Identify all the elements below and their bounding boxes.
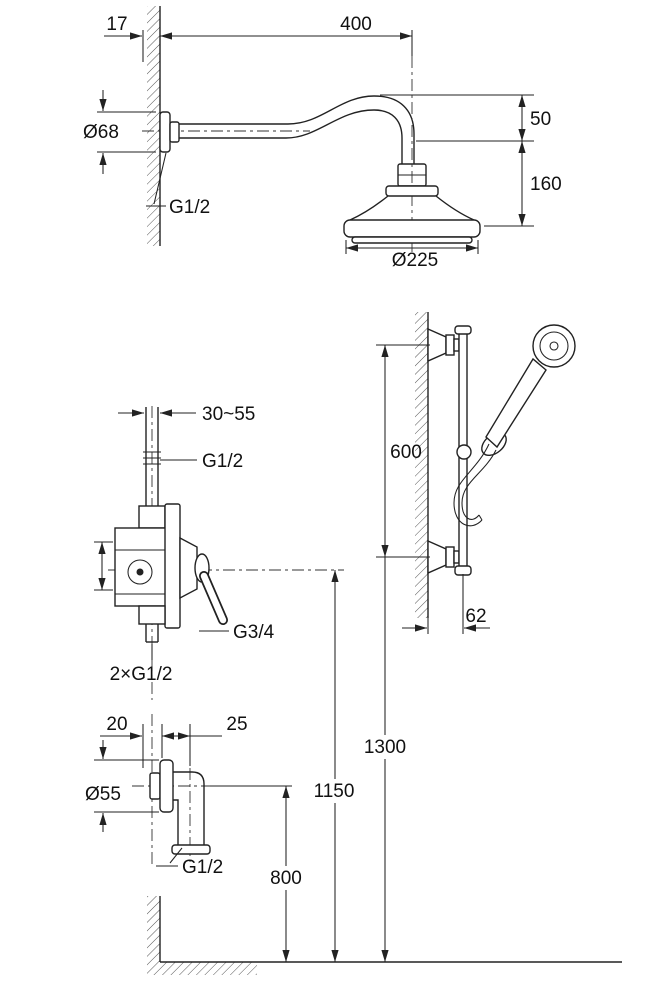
valve-thread-top-label: G1/2 xyxy=(202,451,243,472)
label-backing xyxy=(266,866,306,890)
bottom-bracket xyxy=(427,539,447,575)
valve-inlets-label: 2×G1/2 xyxy=(110,664,173,685)
dim-30-55: 30~55 xyxy=(118,404,255,425)
elbow-outer-edge xyxy=(173,771,205,846)
head-rim xyxy=(343,219,481,238)
dim-20-25: 20 25 xyxy=(100,714,248,768)
wall-plate xyxy=(164,503,181,629)
dim-800-label: 800 xyxy=(270,868,302,889)
label-backing xyxy=(310,779,358,803)
dim-62-label: 62 xyxy=(465,606,486,627)
dim-d225: Ø225 xyxy=(345,240,479,271)
wall-top xyxy=(147,6,161,246)
wall-flange xyxy=(159,111,171,153)
label-arm-thread: G1/2 xyxy=(146,152,210,218)
dim-d68: Ø68 xyxy=(83,90,156,174)
head-bell-left xyxy=(349,195,389,221)
dim-1300: 1300 xyxy=(361,557,409,962)
floor-hatch xyxy=(147,962,257,975)
outlet-elbow-assembly xyxy=(132,714,214,868)
wall-right xyxy=(415,312,429,618)
dim-62: 62 xyxy=(402,574,490,634)
dim-1300-label: 1300 xyxy=(364,737,406,758)
top-bracket-collar xyxy=(445,334,455,356)
dim-800: 800 xyxy=(210,785,306,962)
dim-20-label: 20 xyxy=(106,714,127,735)
hand-shower-face xyxy=(539,331,569,361)
wall-hatch xyxy=(147,6,160,246)
dim-17: 17 xyxy=(104,14,144,62)
elbow-inner-edge xyxy=(173,799,179,846)
label-elbow-thread: G1/2 xyxy=(156,847,223,878)
hand-shower-hub xyxy=(549,341,559,351)
arm-thread-label: G1/2 xyxy=(169,197,210,218)
elbow-thread-label: G1/2 xyxy=(182,857,223,878)
lever-handle-fill xyxy=(200,572,227,624)
dim-1150: 1150 xyxy=(310,570,358,962)
top-bracket-link xyxy=(453,338,460,352)
hose-outer xyxy=(453,443,490,527)
label-valve-inlets: 2×G1/2 xyxy=(110,644,173,685)
leader-line xyxy=(153,152,167,205)
arm-top-edge xyxy=(179,95,415,164)
shower-arm-assembly xyxy=(142,95,427,187)
overhead-shower-head xyxy=(343,56,481,252)
label-backing xyxy=(361,735,409,759)
head-cap xyxy=(385,185,439,197)
dim-17-label: 17 xyxy=(106,14,127,35)
dim-d225-label: Ø225 xyxy=(392,250,438,271)
corner-wall-hatch xyxy=(147,896,160,962)
rail-bottom-cap xyxy=(454,565,472,576)
cartridge-center xyxy=(136,568,144,576)
valve-top-port xyxy=(138,505,166,529)
dim-160-label: 160 xyxy=(530,174,562,195)
dim-50-label: 50 xyxy=(530,109,551,130)
elbow-flange xyxy=(159,759,174,813)
hose-inner xyxy=(461,449,497,520)
bottom-bracket-link xyxy=(453,550,460,564)
dim-d55: Ø55 xyxy=(85,740,159,832)
arm-bottom-edge xyxy=(179,109,403,164)
elbow-outlet-flare xyxy=(171,844,211,855)
label-valve-thread-bottom: G3/4 xyxy=(199,622,275,643)
floor-wall-corner xyxy=(147,896,622,975)
dim-25-label: 25 xyxy=(226,714,247,735)
dim-d55-label: Ø55 xyxy=(85,784,121,805)
hand-shower-handle xyxy=(485,357,547,449)
arm-nut xyxy=(169,121,180,143)
top-bracket xyxy=(427,327,447,363)
dim-30-55-label: 30~55 xyxy=(202,404,255,425)
dim-160: 160 xyxy=(484,141,562,227)
dim-50: 50 xyxy=(380,94,551,142)
rail-top-cap xyxy=(454,325,472,335)
head-bell-right xyxy=(435,195,475,221)
cartridge-circle xyxy=(127,559,153,585)
leader-line xyxy=(169,847,183,864)
wall-hatch xyxy=(415,312,428,618)
dim-400-label: 400 xyxy=(340,14,372,35)
label-valve-thread-top: G1/2 xyxy=(160,451,243,472)
hose-end xyxy=(478,514,483,521)
valve-body-dim xyxy=(94,541,113,591)
head-face xyxy=(351,236,473,244)
dim-d68-label: Ø68 xyxy=(83,122,119,143)
dim-400: 400 xyxy=(160,14,413,56)
valve-bottom-port xyxy=(138,605,166,625)
hand-shower xyxy=(453,324,576,527)
elbow-nut xyxy=(149,772,161,800)
dim-600-label: 600 xyxy=(390,442,422,463)
escutcheon xyxy=(179,536,198,600)
holder-knob xyxy=(456,444,472,460)
dim-1150-label: 1150 xyxy=(314,781,355,802)
hand-shower-head xyxy=(532,324,576,368)
valve-thread-bottom-label: G3/4 xyxy=(233,622,275,643)
bottom-bracket-collar xyxy=(445,546,455,568)
mixer-valve-assembly xyxy=(108,406,344,700)
